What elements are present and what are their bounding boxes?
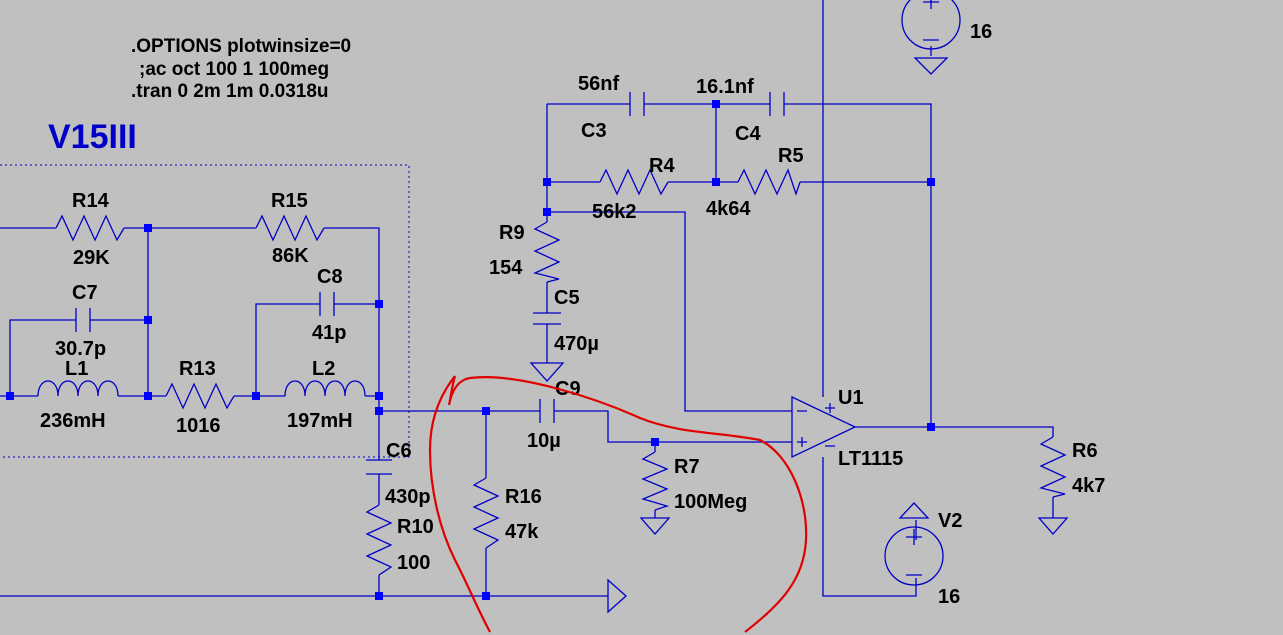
inductor-l2[interactable] [284, 380, 366, 397]
r9-name: R9 [499, 222, 525, 244]
c6-name: C6 [386, 440, 412, 462]
v1-value: 16 [970, 21, 992, 43]
capacitor-c9[interactable] [539, 399, 555, 423]
u1-value: LT1115 [838, 448, 903, 470]
voltage-source-v1[interactable] [901, 0, 961, 75]
resistor-r4[interactable] [599, 168, 669, 196]
capacitor-c5[interactable] [533, 312, 561, 325]
r6-value: 4k7 [1072, 475, 1105, 497]
r4-value: 56k2 [592, 201, 637, 223]
c4-name: C4 [735, 123, 761, 145]
resistor-r7[interactable] [641, 451, 670, 511]
r14-name: R14 [72, 190, 110, 212]
resistor-r14[interactable] [55, 214, 125, 242]
opamp-u1[interactable] [791, 395, 857, 459]
l1-name: L1 [65, 358, 88, 380]
c6-value: 430p [385, 486, 431, 508]
output-arrow-icon [607, 578, 627, 614]
capacitor-c4[interactable] [769, 92, 785, 116]
r10-value: 100 [397, 552, 430, 574]
u1-name: U1 [838, 387, 864, 409]
directive-ac[interactable]: ;ac oct 100 1 100meg [139, 59, 329, 80]
resistor-r6[interactable] [1039, 436, 1067, 498]
junction-dots [6, 100, 935, 600]
r14-value: 29K [73, 247, 110, 269]
voltage-source-v2[interactable] [884, 502, 944, 586]
ground-r6-symbol [1037, 517, 1069, 535]
c5-value: 470µ [554, 333, 599, 355]
ground-c5-symbol [529, 362, 565, 382]
resistor-r16[interactable] [472, 477, 500, 549]
r16-name: R16 [505, 486, 542, 508]
cartridge-dashed-box [0, 164, 410, 458]
c3-value: 56nf [578, 73, 619, 95]
c4-value: 16.1nf [696, 76, 754, 98]
v2-value: 16 [938, 586, 960, 608]
r5-value: 4k64 [706, 198, 751, 220]
c7-name: C7 [72, 282, 98, 304]
capacitor-c8[interactable] [319, 292, 335, 316]
r7-value: 100Meg [674, 491, 747, 513]
c3-name: C3 [581, 120, 607, 142]
l2-value: 197mH [287, 410, 353, 432]
l1-value: 236mH [40, 410, 106, 432]
r9-value: 154 [489, 257, 523, 279]
v2-name: V2 [938, 510, 962, 532]
resistor-r9[interactable] [533, 221, 561, 283]
capacitor-c6[interactable] [366, 459, 392, 475]
directive-tran[interactable]: .tran 0 2m 1m 0.0318u [131, 81, 329, 102]
c7-value: 30.7p [55, 338, 106, 360]
r6-name: R6 [1072, 440, 1098, 462]
r15-value: 86K [272, 245, 309, 267]
block-label: V15III [48, 118, 137, 156]
r7-name: R7 [674, 456, 700, 478]
c8-name: C8 [317, 266, 343, 288]
c9-value: 10µ [527, 430, 561, 452]
r10-name: R10 [397, 516, 434, 538]
capacitor-c7[interactable] [75, 308, 91, 332]
r15-name: R15 [271, 190, 308, 212]
resistor-r10[interactable] [365, 504, 393, 576]
r4-name: R4 [649, 155, 675, 177]
l2-name: L2 [312, 358, 335, 380]
resistor-r13[interactable] [165, 382, 235, 410]
resistor-r5[interactable] [737, 168, 801, 197]
directive-options[interactable]: .OPTIONS plotwinsize=0 [131, 36, 351, 57]
resistor-r15[interactable] [255, 214, 325, 242]
inductor-l1[interactable] [37, 380, 119, 397]
c8-value: 41p [312, 322, 346, 344]
r16-value: 47k [505, 521, 539, 543]
r13-name: R13 [179, 358, 216, 380]
c5-name: C5 [554, 287, 580, 309]
r5-name: R5 [778, 145, 804, 167]
ground-r7-symbol [639, 517, 671, 535]
capacitor-c3[interactable] [629, 92, 645, 116]
red-annotation-scribble [428, 375, 808, 633]
r13-value: 1016 [176, 415, 221, 437]
